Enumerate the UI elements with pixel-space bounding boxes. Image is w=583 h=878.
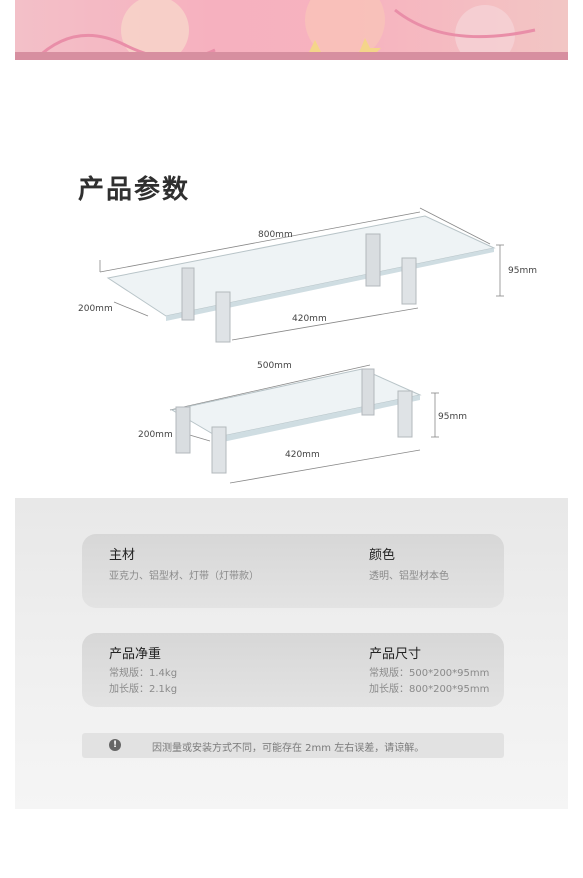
spec-card-material-color: 主材 亚克力、铝型材、灯带（灯带款） 颜色 透明、铝型材本色: [82, 534, 504, 608]
weight-regular: 常规版：1.4kg: [109, 668, 178, 679]
size-extended: 加长版：800*200*95mm: [369, 684, 490, 695]
weight-extended: 加长版：2.1kg: [109, 684, 178, 695]
stand-diagram-large: 800mm 200mm 95mm 420mm: [78, 207, 537, 343]
color-value: 透明、铝型材本色: [369, 571, 449, 582]
weight-title: 产品净重: [109, 647, 162, 662]
hero-artwork: [15, 0, 568, 60]
material-value: 亚克力、铝型材、灯带（灯带款）: [109, 571, 259, 582]
spec-card-weight-size: 产品净重 常规版：1.4kg 加长版：2.1kg 产品尺寸 常规版：500*20…: [82, 633, 504, 707]
stand-diagram-small: 500mm 200mm 95mm 420mm: [138, 361, 467, 484]
size-title: 产品尺寸: [369, 647, 422, 662]
hero-banner-image: [15, 0, 568, 60]
large-length-label: 800mm: [258, 230, 293, 240]
warning-icon: !: [109, 739, 121, 751]
tolerance-note: ! 因测量或安装方式不同，可能存在 2mm 左右误差，请谅解。: [82, 733, 504, 758]
small-length-label: 500mm: [257, 361, 292, 371]
color-title: 颜色: [369, 548, 396, 563]
large-leg-spacing-label: 420mm: [292, 314, 327, 324]
material-title: 主材: [109, 548, 136, 563]
small-height-label: 95mm: [438, 412, 467, 422]
large-width-label: 200mm: [78, 304, 113, 314]
size-regular: 常规版：500*200*95mm: [369, 668, 490, 679]
section-title: 产品参数: [78, 175, 191, 205]
small-width-label: 200mm: [138, 430, 173, 440]
tolerance-note-text: 因测量或安装方式不同，可能存在 2mm 左右误差，请谅解。: [152, 743, 425, 754]
large-height-label: 95mm: [508, 266, 537, 276]
small-leg-spacing-label: 420mm: [285, 450, 320, 460]
